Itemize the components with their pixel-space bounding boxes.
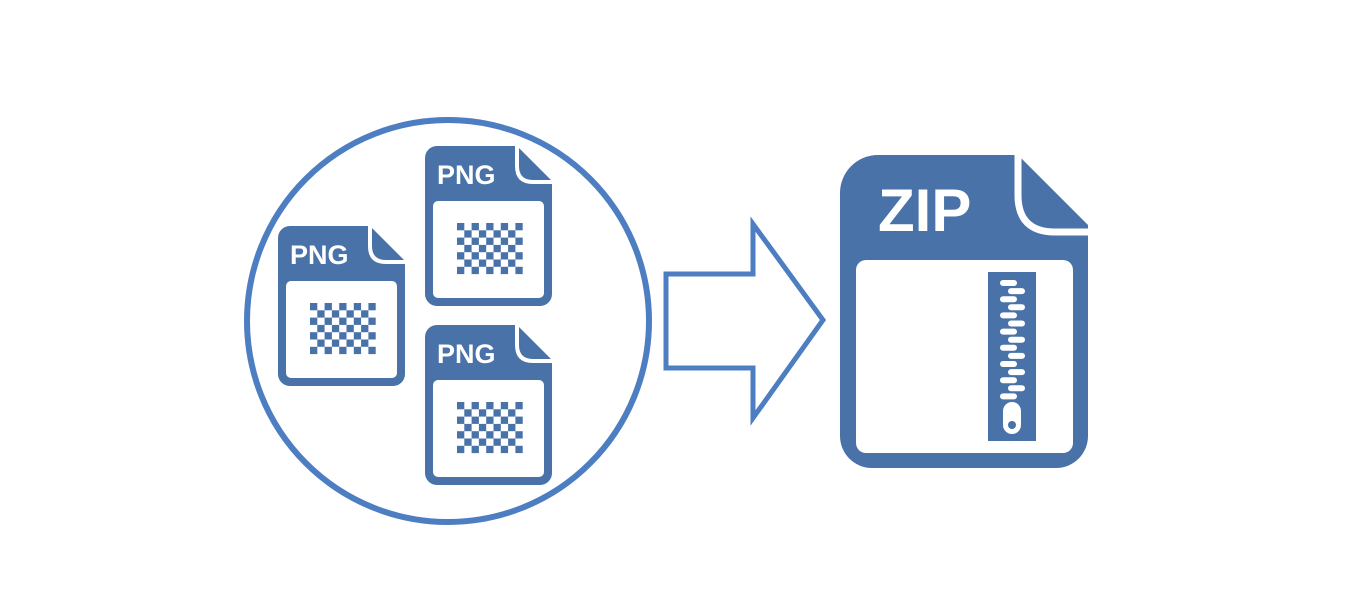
zip-file-icon: ZIP [840, 152, 1092, 468]
png-file-icon: PNG [425, 323, 554, 485]
png-group-circle [244, 117, 652, 525]
checkerboard-icon [457, 223, 523, 275]
png-label: PNG [437, 339, 496, 369]
zipper-teeth [1000, 280, 1025, 400]
checkerboard-icon [457, 402, 523, 454]
checkerboard-icon [310, 303, 376, 355]
right-arrow-icon [663, 216, 827, 426]
png-label: PNG [437, 160, 496, 190]
zip-label: ZIP [878, 177, 971, 244]
png-file-icon: PNG [425, 144, 554, 306]
zipper-pull [1003, 402, 1021, 434]
png-label: PNG [290, 240, 349, 270]
png-file-icon: PNG [278, 224, 407, 386]
